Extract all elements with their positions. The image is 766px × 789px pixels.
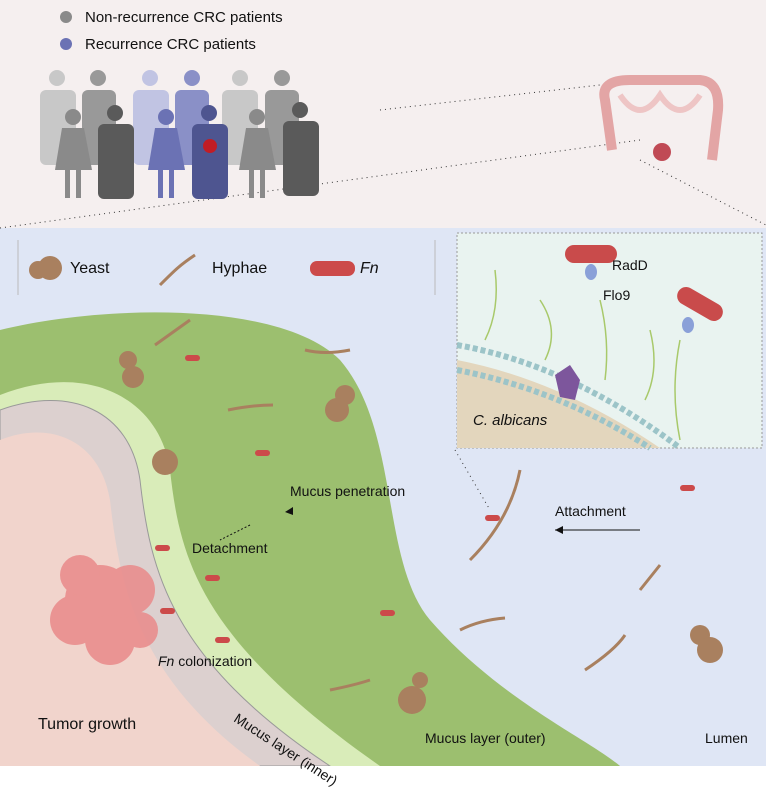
lumen-label: Lumen (705, 730, 748, 746)
fn-word: Fn (158, 653, 175, 669)
legend-fn-label: Fn (360, 260, 379, 277)
tumor-marker-icon (203, 139, 217, 153)
fn-bacterium-icon (677, 287, 723, 321)
radd-label: RadD (612, 257, 648, 273)
tumor-growth-label: Tumor growth (38, 716, 137, 733)
legend-recurrence-label: Recurrence CRC patients (85, 36, 256, 53)
penetration-arrowhead (285, 507, 293, 515)
legend-non-recurrence-label: Non-recurrence CRC patients (85, 9, 283, 26)
legend-dot-non-recurrence (60, 11, 72, 23)
fn-icon (310, 261, 355, 276)
hyphae-icon (158, 253, 196, 287)
fn-bacteria (155, 355, 695, 643)
cell-membrane-inner (456, 367, 652, 451)
zoom-lines (0, 84, 766, 511)
attachment-label: Attachment (555, 503, 626, 519)
yeast-cells (119, 351, 723, 714)
attachment-arrowhead (555, 526, 563, 534)
mucus-outer-label: Mucus layer (outer) (425, 730, 546, 746)
tumor-cluster (50, 555, 158, 665)
cell-membrane (456, 342, 682, 451)
legend-yeast-label: Yeast (70, 260, 110, 277)
patient-figures (40, 70, 319, 199)
colon-illustration (599, 75, 724, 161)
mucus-penetration-label: Mucus penetration (290, 483, 406, 499)
fn-bacterium-icon (565, 245, 617, 263)
radd-flo9-binding-icon (585, 264, 597, 280)
detachment-arrow (219, 524, 251, 541)
legend-dot-recurrence (60, 38, 72, 50)
radd-flo9-binding-icon (682, 317, 694, 333)
tissue (0, 432, 260, 766)
hyphae (154, 318, 662, 692)
figure-canvas (0, 0, 766, 766)
membrane-protein (555, 365, 580, 400)
legend-hyphae-label: Hyphae (212, 260, 268, 277)
fn-colonization-label: Fn colonization (158, 653, 252, 669)
colonization-word: colonization (174, 653, 253, 669)
flo9-label: Flo9 (603, 287, 631, 303)
c-albicans-label: C. albicans (473, 412, 548, 429)
glycan-chains (484, 269, 681, 441)
yeast-icon (29, 256, 62, 280)
tumor-site-icon (653, 143, 671, 161)
detachment-label: Detachment (192, 540, 268, 556)
